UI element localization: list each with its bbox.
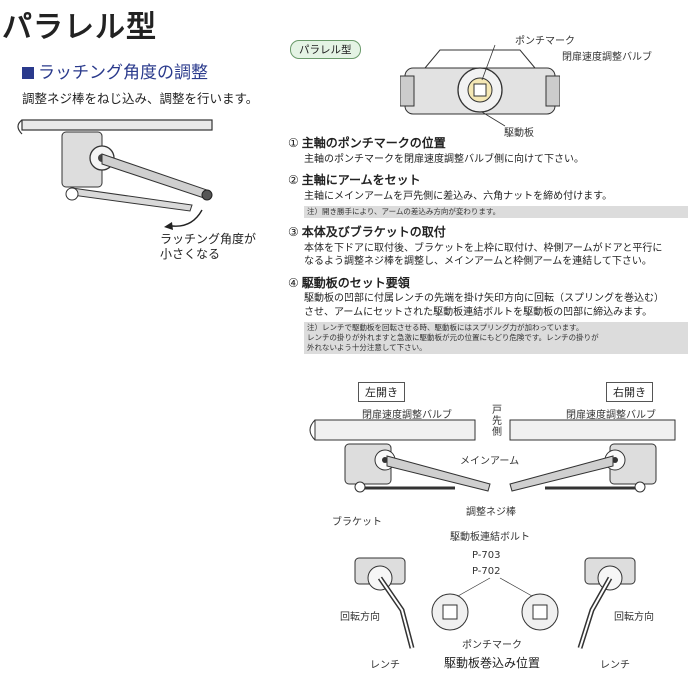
rotation-label-right: 回転方向: [614, 612, 654, 623]
step-1-num: ①: [288, 136, 299, 150]
door-tip-char-3: 側: [492, 427, 502, 438]
door-tip-char-1: 戸: [492, 405, 502, 416]
step-2-note: 注）開き勝手により、アームの差込み方向が変わります。: [304, 206, 688, 218]
p702-label: P-702: [472, 566, 501, 577]
valve-label-top: 閉扉速度調整バルブ: [562, 52, 652, 63]
frame-arm: [71, 187, 193, 212]
wrench-left: [377, 576, 415, 649]
step-4-body-1: 駆動板の凹部に付属レンチの先端を掛け矢印方向に回転（スプリングを巻込む）: [304, 293, 664, 304]
page-title: パラレル型: [2, 10, 157, 45]
step-4-num: ④: [288, 275, 299, 290]
rotation-label-left: 回転方向: [340, 612, 380, 623]
step-4-heading: 駆動板のセット要領: [301, 275, 410, 290]
latching-caption-line-1: ラッチング角度が: [160, 232, 257, 246]
section-title: ラッチング角度の調整: [22, 58, 208, 83]
adjust-rod-label: 調整ネジ棒: [466, 507, 516, 518]
step-4-note-2: レンチの掛りが外れますと急激に駆動板が元の位置にもどり危険です。レンチの掛りが: [307, 333, 599, 342]
step-1-heading: 主軸のポンチマークの位置: [301, 136, 446, 150]
wrench-label-left: レンチ: [370, 660, 400, 671]
square-bullet-icon: [22, 67, 34, 79]
step-4-note: 注）レンチで駆動板を回転させる時、駆動板にはスプリング力が加わっています。 レン…: [304, 322, 688, 354]
bolt-label: 駆動板連結ボルト: [450, 532, 530, 543]
valve-label-right: 閉扉速度調整バルブ: [566, 410, 656, 421]
punch-mark-label-top: ポンチマーク: [515, 36, 575, 47]
winding-position-caption: 駆動板巻込み位置: [444, 656, 541, 670]
door-frame: [21, 119, 213, 131]
punch-mark-label-bottom: ポンチマーク: [462, 640, 522, 651]
step-4-note-1: 注）レンチで駆動板を回転させる時、駆動板にはスプリング力が加わっています。: [307, 323, 584, 332]
left-open-label: 左開き: [358, 382, 405, 402]
latching-caption: ラッチング角度が 小さくなる: [160, 232, 256, 262]
drive-plate-label: 駆動板: [504, 128, 534, 139]
step-4-note-3: 外れないよう十分注意して下さい。: [307, 343, 427, 352]
main-arm-left: [386, 455, 491, 492]
step-2-heading: 主軸にアームをセット: [301, 173, 421, 187]
step-2-num: ②: [288, 173, 299, 187]
latching-angle-illustration: [17, 119, 213, 230]
shaft-top-view: [400, 44, 560, 127]
frame-edge: [17, 119, 23, 135]
step-3-body-2: なるよう調整ネジ棒を調整し、メインアームと枠側アームを連結して下さい。: [304, 256, 652, 267]
main-arm-right: [509, 455, 614, 492]
right-open-label: 右開き: [606, 382, 653, 402]
step-3-heading: 本体及びブラケットの取付: [301, 225, 446, 239]
main-arm-label: メインアーム: [460, 456, 520, 467]
main-arm: [101, 153, 208, 199]
step-3-body-1: 本体を下ドアに取付後、ブラケットを上枠に取付け、枠側アームがドアと平行に: [304, 242, 663, 254]
step-1-body: 主軸のポンチマークを閉扉速度調整バルブ側に向けて下さい。: [304, 153, 584, 165]
direction-arrow: [171, 209, 203, 227]
bracket: [65, 187, 79, 201]
step-4-body-2: させ、アームにセットされた駆動板連結ボルトを駆動板の凹部に締込みます。: [304, 306, 653, 318]
winding-illustration: [354, 557, 636, 649]
valve-label-left: 閉扉速度調整バルブ: [362, 410, 452, 421]
wrench-right: [577, 576, 613, 649]
step-3-num: ③: [288, 225, 299, 239]
p703-label: P-703: [472, 550, 501, 561]
section-title-text: ラッチング角度の調整: [38, 63, 208, 83]
door-tip-label: 戸 先 側: [492, 405, 502, 438]
step-2-body: 主軸にメインアームを戸先側に差込み、六角ナットを締め付けます。: [304, 190, 613, 202]
wrench-label-right: レンチ: [600, 660, 630, 671]
door-tip-char-2: 先: [492, 416, 502, 427]
installation-illustration: [309, 419, 676, 493]
bracket-label: ブラケット: [332, 517, 382, 528]
latching-caption-line-2: 小さくなる: [160, 247, 221, 261]
parallel-type-badge: パラレル型: [290, 40, 361, 59]
lead-text: 調整ネジ棒をねじ込み、調整を行います。: [22, 91, 259, 106]
